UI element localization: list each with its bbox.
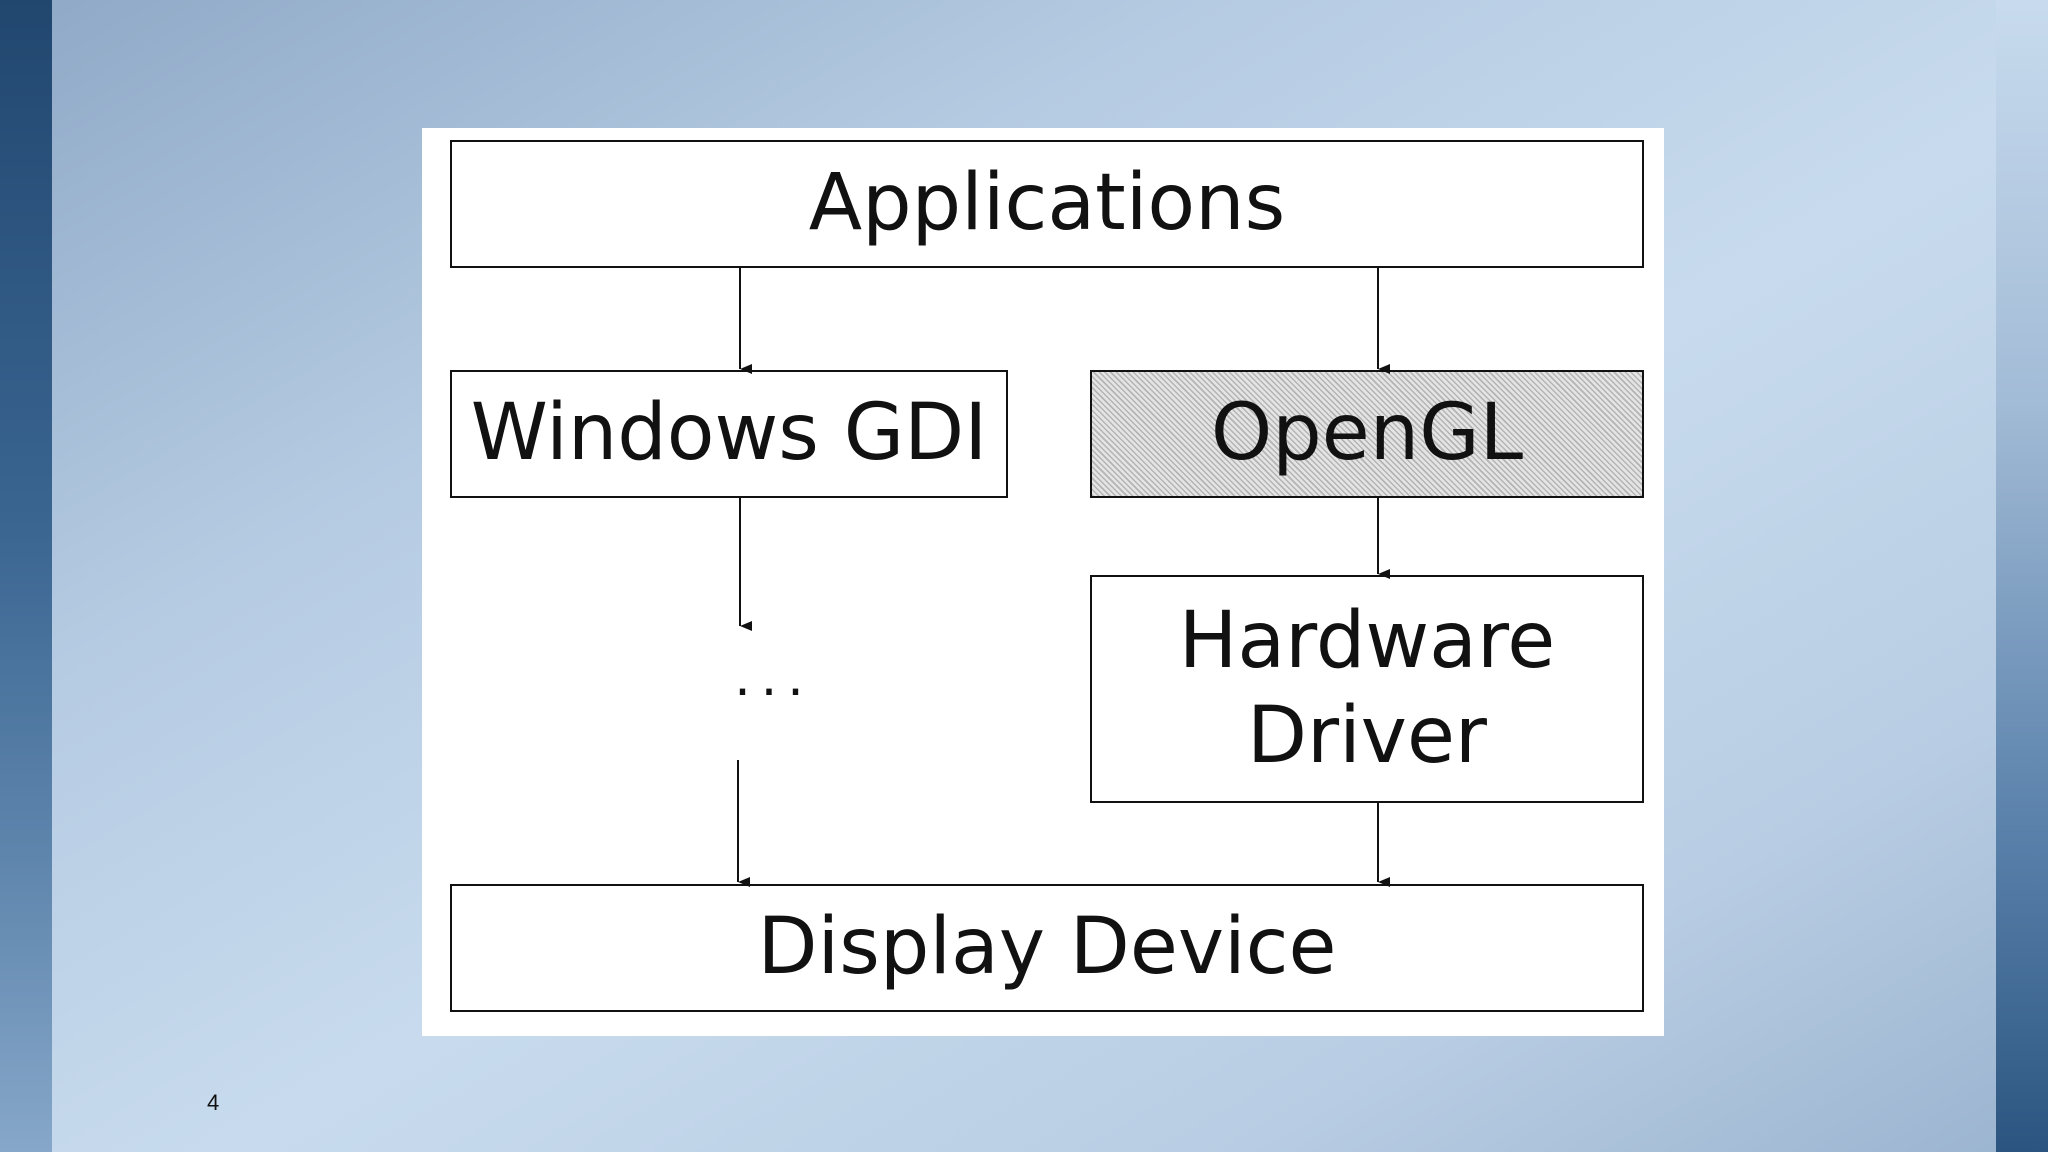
opengl-label: OpenGL — [1210, 388, 1524, 479]
windows-gdi-label: Windows GDI — [470, 388, 988, 479]
slide-number: 4 — [207, 1090, 220, 1115]
right-accent-bar — [1996, 0, 2048, 1152]
display-device-label: Display Device — [757, 902, 1337, 993]
arrows-layer — [737, 268, 1390, 887]
diagram-panel: Applications Windows GDI OpenGL Hardware… — [422, 128, 1664, 1036]
hardware-driver-box: Hardware Driver — [1090, 575, 1644, 803]
applications-box: Applications — [450, 140, 1644, 268]
left-accent-bar — [0, 0, 52, 1152]
hardware-driver-label-line2: Driver — [1246, 691, 1488, 781]
ellipsis-text: ... — [734, 648, 814, 708]
display-device-box: Display Device — [450, 884, 1644, 1012]
applications-label: Applications — [808, 158, 1286, 249]
windows-gdi-box: Windows GDI — [450, 370, 1008, 498]
opengl-box: OpenGL — [1090, 370, 1644, 498]
hardware-driver-label-line1: Hardware — [1178, 595, 1556, 686]
